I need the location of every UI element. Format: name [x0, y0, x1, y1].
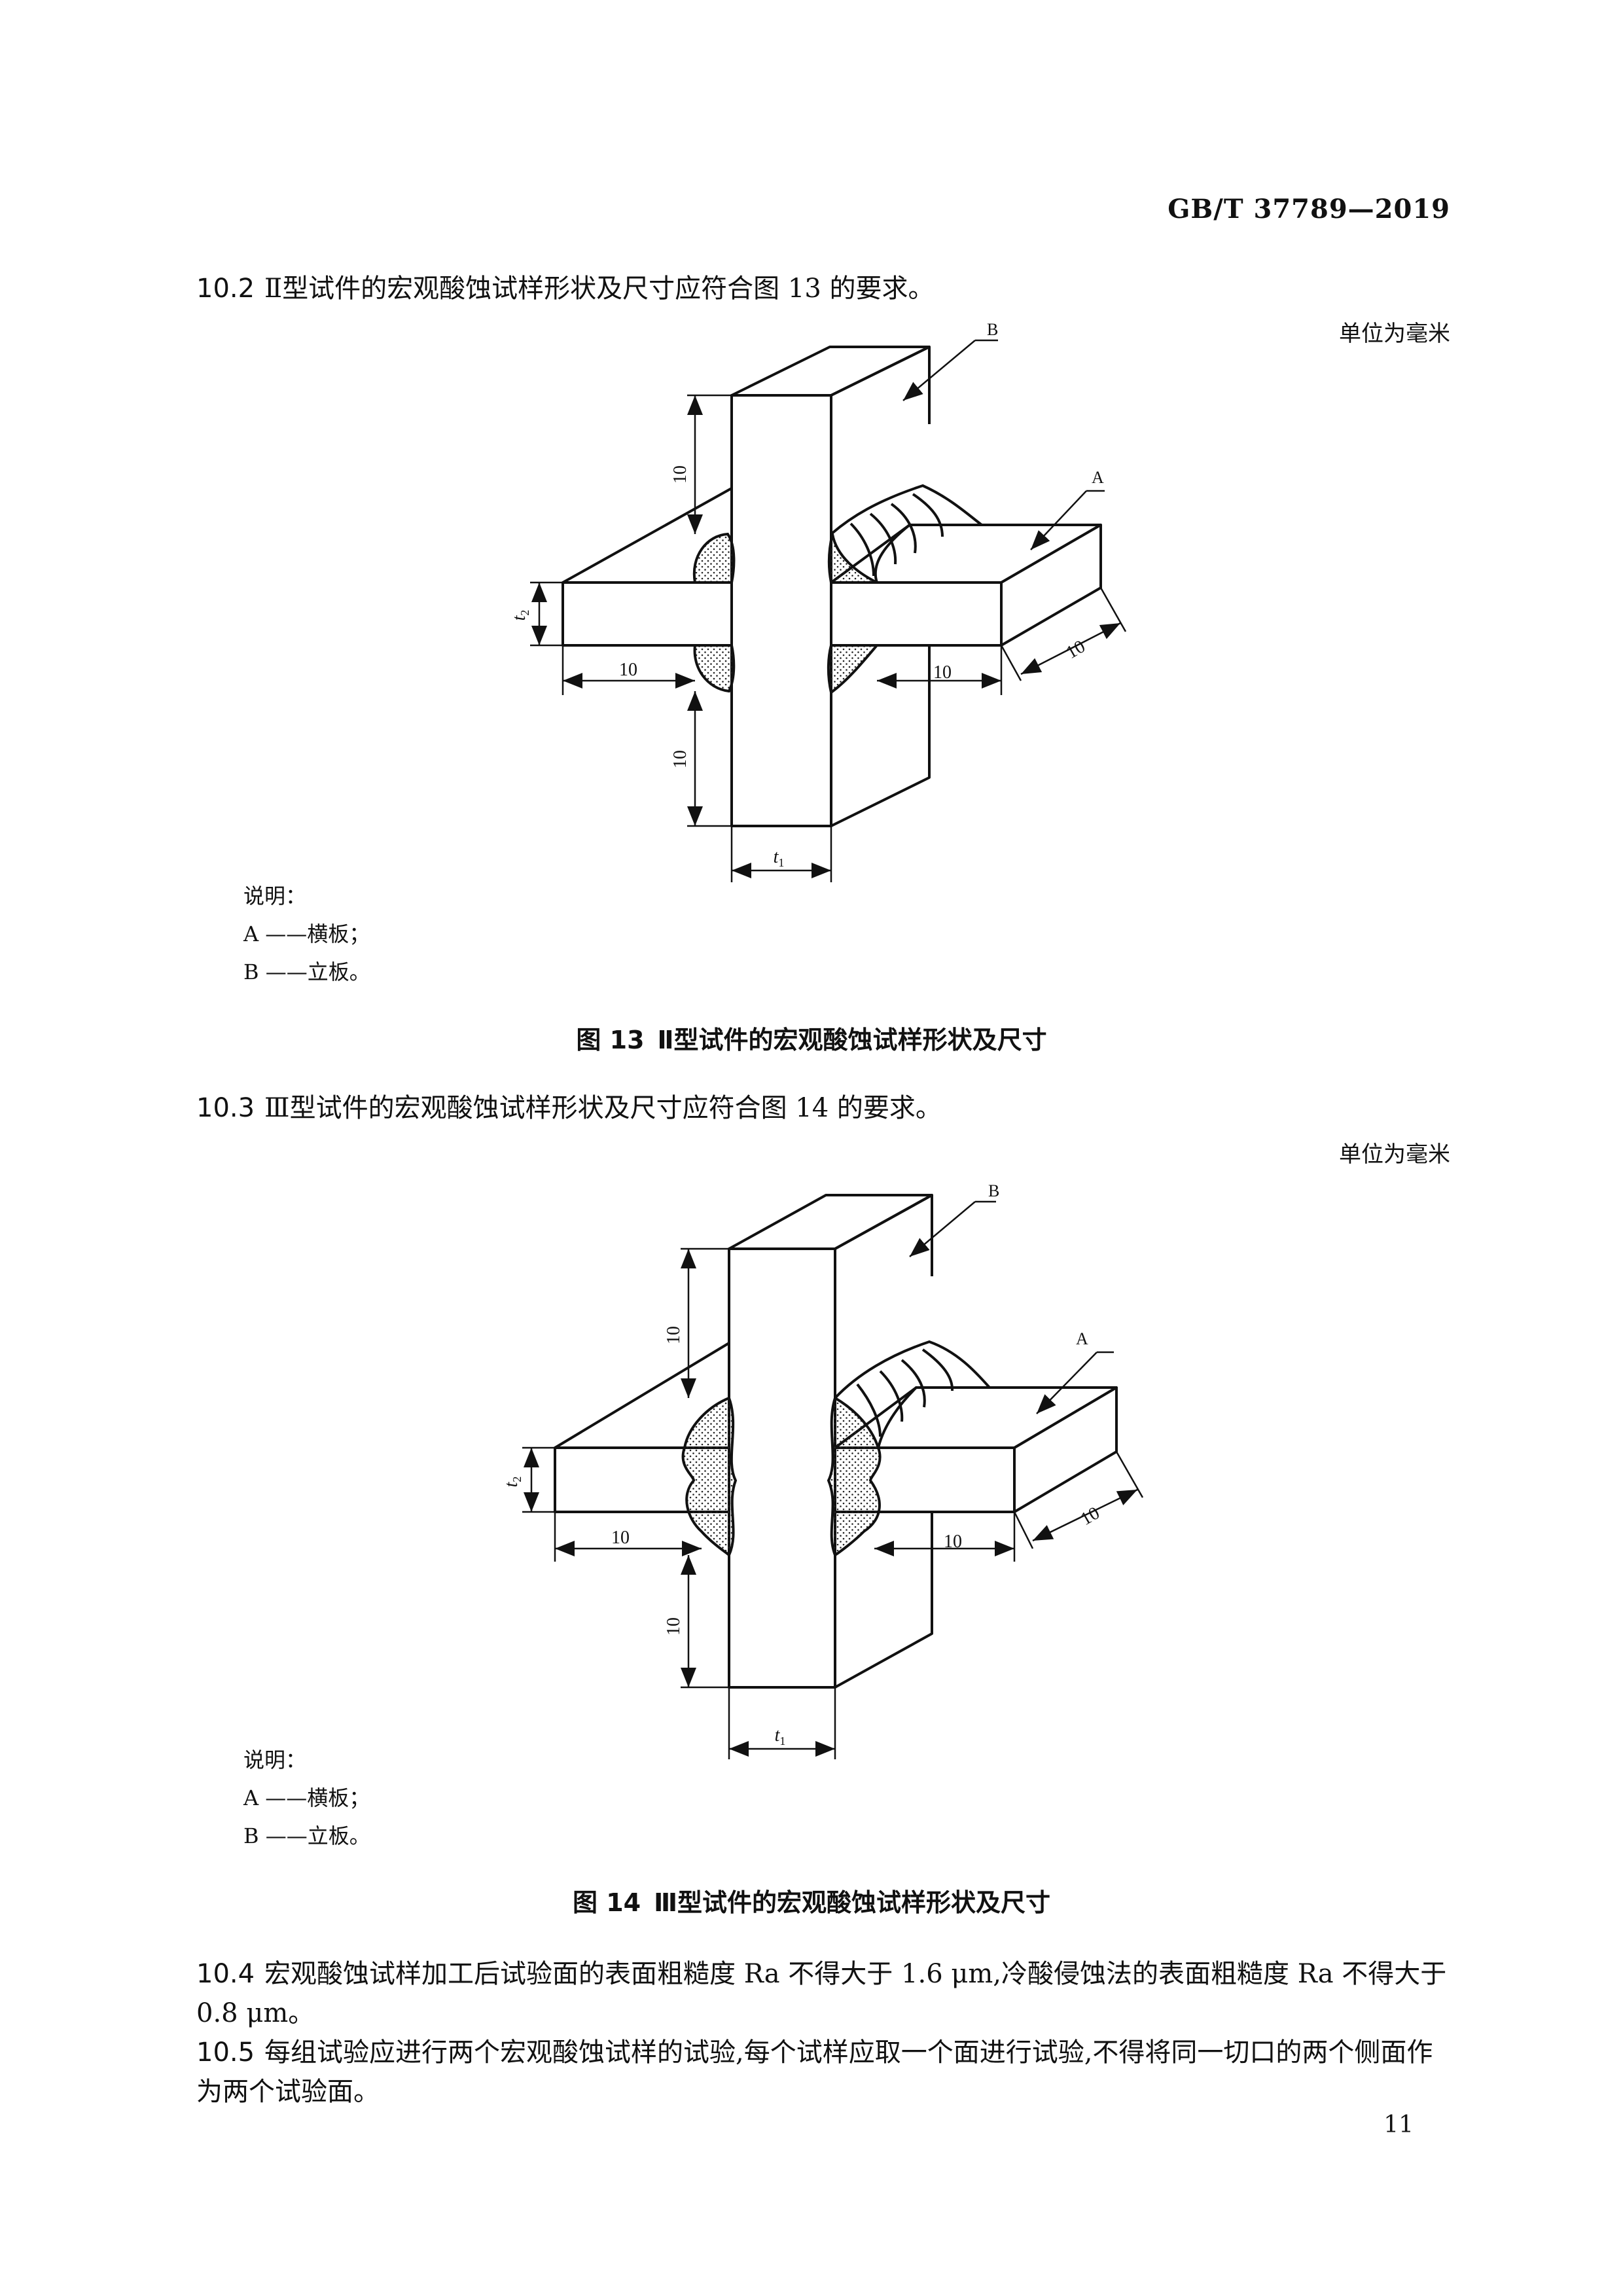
t1-label: t1 [775, 1725, 786, 1748]
caption-label: 图 13 [576, 1026, 645, 1054]
legend-item-a: A ——横板； [243, 922, 370, 946]
dim-right-label: 10 [944, 1532, 962, 1552]
clause-number: 10.2 [196, 274, 255, 304]
callout-b: B [987, 320, 998, 339]
callout-a: A [1076, 1329, 1088, 1348]
dim-left-label: 10 [611, 1528, 630, 1548]
caption-title: Ⅱ型试件的宏观酸蚀试样形状及尺寸 [657, 1026, 1047, 1054]
clause-10-2: 10.2 Ⅱ型试件的宏观酸蚀试样形状及尺寸应符合图 13 的要求。 [196, 267, 935, 305]
caption-label: 图 14 [572, 1888, 641, 1917]
weld-left [681, 1396, 738, 1558]
weld-bead-top [834, 1340, 993, 1448]
t1-label: t1 [774, 847, 785, 869]
t2-label: t2 [509, 610, 531, 621]
dim-depth-label: 10 [1077, 1503, 1103, 1530]
legend-title: 说明： [243, 884, 307, 908]
dim-bottom-label: 10 [670, 750, 690, 768]
legend-item-a: A ——横板； [243, 1785, 370, 1810]
plate-b-top [728, 1194, 933, 1250]
plate-b-side [830, 346, 931, 424]
t2-label: t2 [501, 1477, 524, 1488]
plate-b-front [728, 1247, 836, 1689]
unit-note: 单位为毫米 [1339, 1141, 1450, 1168]
plate-b-side [834, 1194, 933, 1276]
dim-top-label: 10 [670, 465, 690, 484]
legend-item-b: B ——立板。 [243, 1823, 370, 1848]
standard-number: GB/T 37789—2019 [1168, 194, 1450, 224]
clause-text: 宏观酸蚀试样加工后试验面的表面粗糙度 Ra 不得大于 1.6 μm,冷酸侵蚀法的… [196, 1959, 1447, 2028]
figure-14-diagram: 10 10 10 10 10 t1 t2 B A [501, 1181, 1144, 1759]
plate-a-left-top [562, 487, 732, 584]
clause-text: 每组试验应进行两个宏观酸蚀试样的试验,每个试样应取一个面进行试验,不得将同一切口… [196, 2037, 1433, 2107]
weld-upper-left [692, 532, 736, 584]
clause-number: 10.4 [196, 1959, 255, 1989]
caption-title: Ⅲ型试件的宏观酸蚀试样形状及尺寸 [654, 1888, 1051, 1917]
unit-note: 单位为毫米 [1339, 321, 1450, 347]
weld-upper-right [827, 533, 878, 584]
clause-number: 10.3 [196, 1093, 255, 1123]
figure-13-legend: 说明： A ——横板； B ——立板。 [243, 877, 370, 991]
weld-lower-right [827, 644, 880, 695]
clause-text: Ⅱ型试件的宏观酸蚀试样形状及尺寸应符合图 13 的要求。 [264, 274, 935, 304]
dim-left-label: 10 [619, 660, 637, 680]
dim-bottom-label: 10 [664, 1617, 684, 1636]
clause-number: 10.5 [196, 2037, 255, 2068]
figure-14-legend: 说明： A ——横板； B ——立板。 [243, 1741, 370, 1855]
figure-14-caption: 图 14 Ⅲ型试件的宏观酸蚀试样形状及尺寸 [0, 1882, 1623, 1918]
callout-b: B [988, 1181, 999, 1200]
callout-a: A [1092, 468, 1104, 487]
figure-13-caption: 图 13 Ⅱ型试件的宏观酸蚀试样形状及尺寸 [0, 1020, 1623, 1056]
clause-10-3: 10.3 Ⅲ型试件的宏观酸蚀试样形状及尺寸应符合图 14 的要求。 [196, 1086, 942, 1124]
dim-right-label: 10 [933, 662, 952, 683]
plate-a-left-top [554, 1342, 730, 1449]
page-number: 11 [1383, 2111, 1414, 2138]
dim-top-label: 10 [664, 1326, 684, 1344]
weld-bead-top [830, 484, 986, 583]
clause-text: Ⅲ型试件的宏观酸蚀试样形状及尺寸应符合图 14 的要求。 [264, 1093, 942, 1123]
legend-title: 说明： [243, 1748, 307, 1772]
weld-lower-left [693, 644, 736, 693]
legend-item-b: B ——立板。 [243, 960, 370, 984]
figure-13-diagram: 10 10 10 10 10 t1 t2 B A [509, 320, 1127, 882]
